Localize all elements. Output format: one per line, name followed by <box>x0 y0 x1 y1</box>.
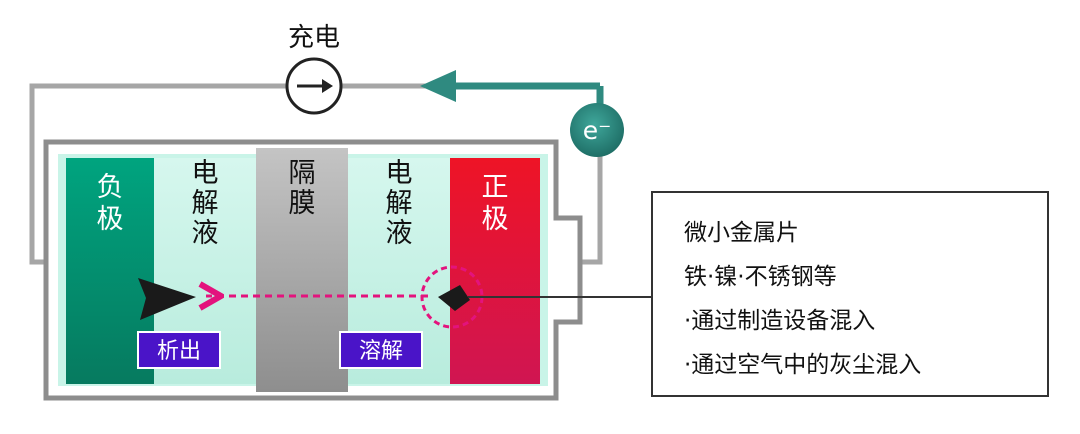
positive-electrode-char-1: 正 <box>482 172 509 203</box>
dissolve-tag: 溶解 <box>339 331 423 369</box>
electrolyte-left-char-2: 解 <box>192 188 219 219</box>
precipitate-tag-text: 析出 <box>157 339 201 364</box>
electrolyte-left-char-3: 液 <box>192 218 219 249</box>
electrolyte-right-char-2: 解 <box>386 188 413 219</box>
callout-line-1: 微小金属片 <box>684 220 799 246</box>
electron-label: e⁻ <box>583 116 612 145</box>
electrolyte-right-char-3: 液 <box>386 218 413 249</box>
negative-electrode-char-2: 极 <box>97 204 124 235</box>
positive-electrode: 正 极 <box>450 158 540 384</box>
electrolyte-left-char-1: 电 <box>192 158 219 189</box>
electron-flow-arrow <box>420 70 604 118</box>
precipitate-tag: 析出 <box>137 331 221 369</box>
negative-electrode-char-1: 负 <box>97 172 124 203</box>
callout-line-2: 铁·镍·不锈钢等 <box>684 264 837 290</box>
electrolyte-right-char-1: 电 <box>386 158 413 189</box>
metal-deposit-dendrite <box>138 278 196 320</box>
callout-line-4: ·通过空气中的灰尘混入 <box>684 352 921 378</box>
callout-line-3: ·通过制造设备混入 <box>684 308 875 334</box>
separator-char-2: 膜 <box>289 188 316 219</box>
negative-electrode: 负 极 <box>66 158 154 384</box>
separator: 隔 膜 <box>256 148 348 392</box>
separator-char-1: 隔 <box>289 158 316 189</box>
electron-icon: e⁻ <box>570 103 624 157</box>
callout-box: 微小金属片 铁·镍·不锈钢等 ·通过制造设备混入 ·通过空气中的灰尘混入 <box>651 191 1049 397</box>
charger-symbol: 充电 <box>285 23 343 115</box>
positive-electrode-char-2: 极 <box>482 204 509 235</box>
dissolve-tag-text: 溶解 <box>359 339 403 364</box>
charge-title: 充电 <box>288 23 340 53</box>
